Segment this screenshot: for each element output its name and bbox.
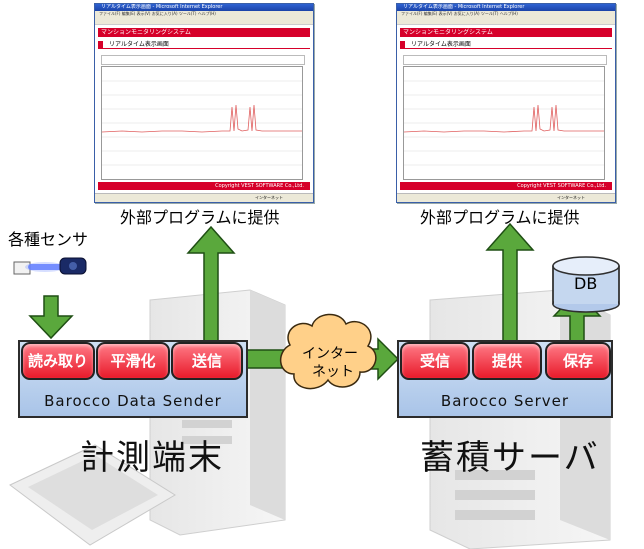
page-title: リアルタイム表示画面 bbox=[98, 41, 310, 49]
copyright-bar: Copyright VEST SOFTWARE Co.,Ltd. bbox=[98, 182, 310, 190]
status-bar: インターネット bbox=[95, 193, 313, 202]
window-title: リアルタイム表示画面 - Microsoft Internet Explorer bbox=[95, 4, 313, 11]
store-button[interactable]: 保存 bbox=[545, 342, 611, 380]
internet-label-line1: インター bbox=[302, 346, 358, 362]
realtime-line-chart bbox=[101, 80, 302, 166]
left-screen-caption: 外部プログラムに提供 bbox=[120, 208, 280, 227]
sensor-down-arrow-icon bbox=[28, 295, 74, 340]
realtime-plot bbox=[101, 66, 303, 180]
terminal-title: 計測端末 bbox=[80, 438, 224, 478]
range-controls bbox=[101, 55, 305, 65]
browser-toolbar bbox=[397, 17, 615, 25]
window-title: リアルタイム表示画面 - Microsoft Internet Explorer bbox=[397, 4, 615, 11]
realtime-plot bbox=[403, 66, 605, 180]
internet-label-line2: ネット bbox=[312, 364, 354, 380]
keyboard-icon bbox=[9, 444, 176, 546]
right-screen-caption: 外部プログラムに提供 bbox=[420, 208, 580, 227]
database-icon bbox=[552, 256, 620, 313]
internet-cloud-icon bbox=[280, 313, 377, 390]
sensor-device-icon bbox=[13, 257, 87, 275]
sensor-caption: 各種センサ bbox=[8, 230, 89, 249]
menu-bar: ファイル(F) 編集(E) 表示(V) お気に入り(A) ツール(T) ヘルプ(… bbox=[95, 11, 313, 17]
app-title: マンションモニタリングシステム bbox=[98, 28, 310, 37]
left-browser-window: リアルタイム表示画面 - Microsoft Internet Explorer… bbox=[94, 3, 314, 203]
read-button[interactable]: 読み取り bbox=[21, 342, 95, 380]
copyright-bar: Copyright VEST SOFTWARE Co.,Ltd. bbox=[400, 182, 612, 190]
provide-up-arrow-icon bbox=[485, 222, 535, 345]
send-button[interactable]: 送信 bbox=[171, 342, 243, 380]
receive-button[interactable]: 受信 bbox=[400, 342, 470, 380]
right-browser-window: リアルタイム表示画面 - Microsoft Internet Explorer… bbox=[396, 3, 616, 203]
status-bar: インターネット bbox=[397, 193, 615, 202]
range-controls bbox=[403, 55, 607, 65]
browser-toolbar bbox=[95, 17, 313, 25]
realtime-line-chart bbox=[403, 80, 604, 166]
page-title: リアルタイム表示画面 bbox=[400, 41, 612, 49]
db-label: DB bbox=[574, 274, 598, 293]
menu-bar: ファイル(F) 編集(E) 表示(V) お気に入り(A) ツール(T) ヘルプ(… bbox=[397, 11, 615, 17]
send-up-arrow-icon bbox=[186, 225, 236, 345]
smoothing-button[interactable]: 平滑化 bbox=[96, 342, 170, 380]
server-title: 蓄積サーバ bbox=[420, 438, 600, 478]
app-title: マンションモニタリングシステム bbox=[400, 28, 612, 37]
server-module-label: Barocco Server bbox=[440, 392, 570, 410]
provide-button[interactable]: 提供 bbox=[472, 342, 542, 380]
sender-module-label: Barocco Data Sender bbox=[44, 392, 222, 410]
